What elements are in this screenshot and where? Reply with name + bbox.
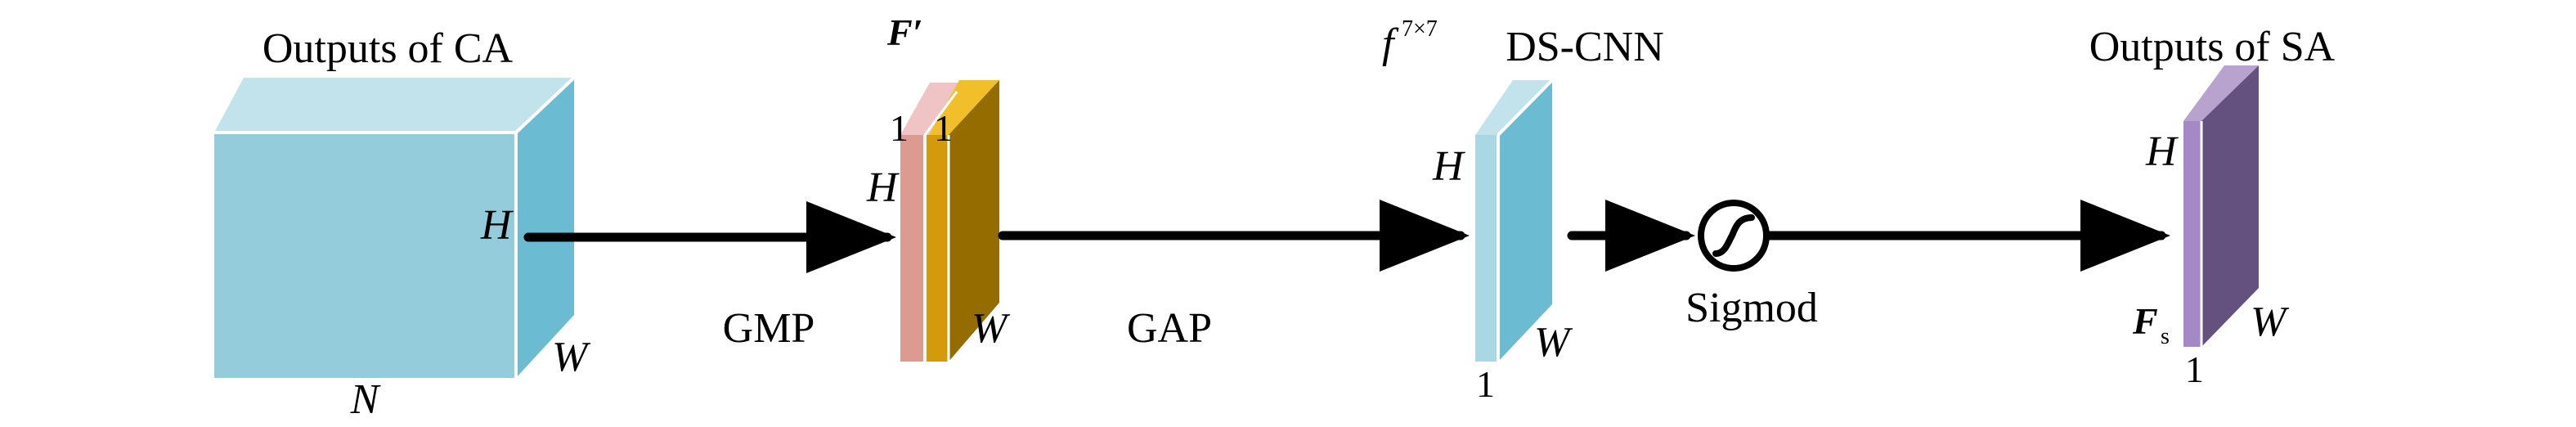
sa-top-face [2183,65,2259,121]
sigmoid-icon [1698,200,1770,272]
pooled-feature-maps [900,80,999,362]
sa-title: Outputs of SA [2089,24,2336,70]
gold-slice-front [927,135,949,362]
pool-edge-top [923,91,958,136]
pool-1a-label: 1 [890,107,909,149]
ca-cube-front-face [214,133,516,378]
gmp-label: GMP [723,305,815,352]
dscnn-label: DS-CNN [1506,24,1664,70]
fs-label: F [2132,300,2158,342]
ca-n-label: N [350,376,382,423]
ca-output-cube [214,76,576,378]
pool-1b-label: 1 [934,107,953,149]
f-prime-label: F′ [886,11,923,53]
ds-w-label: W [1534,319,1573,366]
ds-h-label: H [1432,143,1465,190]
sa-h-label: H [2145,128,2179,175]
ds-side-face [1498,80,1552,362]
f-kernel-superscript: 7×7 [1402,16,1438,42]
f-kernel-label: f [1382,20,1399,67]
sa-front-face [2183,121,2201,347]
ca-h-label: H [480,202,514,249]
pool-h-label: H [866,164,900,211]
pink-slice-top [900,83,961,135]
gap-label: GAP [1127,305,1212,352]
dscnn-feature-map [1475,79,1554,362]
sigmoid-label: Sigmod [1685,285,1818,331]
fs-subscript: s [2161,324,2170,349]
ca-cube-edge-diag [514,76,576,134]
gold-slice-top [929,80,999,135]
sa-w-label: W [2251,299,2290,345]
sa-1-label: 1 [2185,348,2204,390]
ca-cube-top-face [214,78,574,133]
pool-w-label: W [972,305,1011,352]
ca-title: Outputs of CA [263,25,514,72]
ca-w-label: W [552,334,591,380]
ds-1-label: 1 [1476,363,1495,405]
ds-front-face [1475,135,1498,362]
sa-output-map [2183,65,2259,347]
ds-edge-diag [1497,79,1554,137]
pool-side-face [949,80,999,362]
ca-cube-side-face [516,78,574,378]
pink-slice-front [900,135,923,362]
sa-side-face [2201,65,2259,347]
ds-top-face [1475,80,1552,135]
